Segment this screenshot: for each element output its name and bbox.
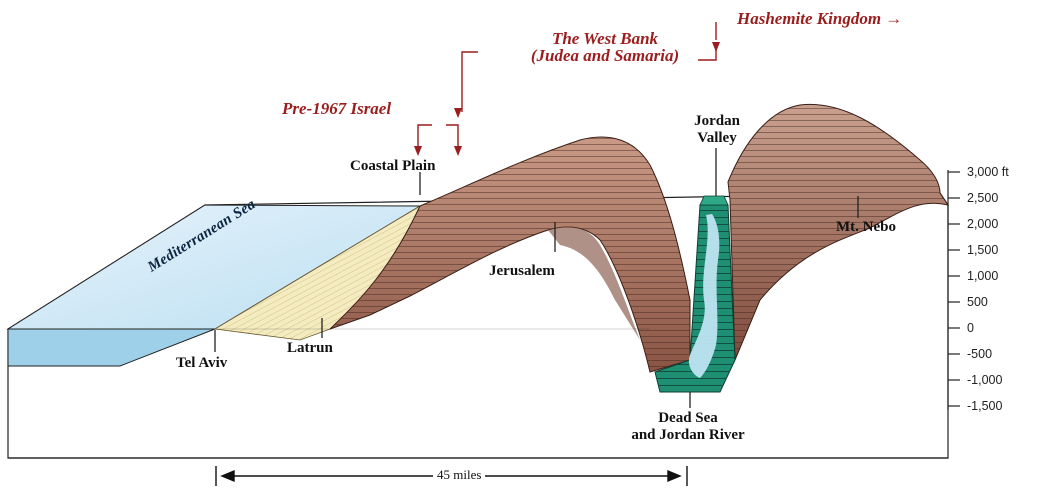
tel-aviv-label: Tel Aviv bbox=[176, 355, 227, 372]
west-bank-title: The West Bank bbox=[505, 30, 705, 47]
dead-sea-label: Dead Sea and Jordan River bbox=[598, 410, 778, 444]
elevation-tick-label: 1,500 bbox=[967, 243, 998, 257]
jordan-valley-line2: Valley bbox=[682, 130, 752, 147]
elevation-tick-label: 2,500 bbox=[967, 191, 998, 205]
jordan-valley-line1: Jordan bbox=[682, 113, 752, 130]
hashemite-arrowhead bbox=[712, 42, 720, 52]
elevation-tick-label: -1,500 bbox=[967, 399, 1002, 413]
pre1967-arrowhead-right bbox=[454, 146, 462, 156]
elevation-axis-ticks bbox=[948, 172, 960, 406]
mt-nebo-label: Mt. Nebo bbox=[836, 219, 896, 236]
jerusalem-label: Jerusalem bbox=[489, 263, 555, 280]
latrun-label: Latrun bbox=[287, 340, 333, 357]
west-bank-label: The West Bank (Judea and Samaria) bbox=[505, 30, 705, 64]
elevation-tick-label: 2,000 bbox=[967, 217, 998, 231]
dead-sea-line1: Dead Sea bbox=[598, 410, 778, 427]
elevation-tick-label: 1,000 bbox=[967, 269, 998, 283]
elevation-tick-label: 0 bbox=[967, 321, 974, 335]
elevation-tick-label: -500 bbox=[967, 347, 992, 361]
dead-sea-line2: and Jordan River bbox=[598, 427, 778, 444]
west-bank-bracket-left bbox=[462, 52, 478, 112]
elevation-tick-label: 500 bbox=[967, 295, 988, 309]
pre1967-arrowhead-left bbox=[414, 146, 422, 156]
distance-arrow-right bbox=[668, 471, 680, 481]
distance-arrow-left bbox=[222, 471, 234, 481]
pre1967-israel-label: Pre-1967 Israel bbox=[282, 99, 391, 119]
coastal-plain-label: Coastal Plain bbox=[350, 158, 435, 175]
elevation-tick-label: 3,000 ft bbox=[967, 165, 1009, 179]
hashemite-kingdom-label: Hashemite Kingdom → bbox=[737, 9, 902, 29]
west-bank-arrowhead bbox=[454, 108, 462, 118]
elevation-axis bbox=[948, 170, 960, 410]
jordan-valley-top bbox=[700, 196, 728, 205]
west-bank-subtitle: (Judea and Samaria) bbox=[505, 47, 705, 64]
distance-label: 45 miles bbox=[433, 468, 485, 482]
jordan-valley-label: Jordan Valley bbox=[682, 113, 752, 147]
elevation-tick-label: -1,000 bbox=[967, 373, 1002, 387]
